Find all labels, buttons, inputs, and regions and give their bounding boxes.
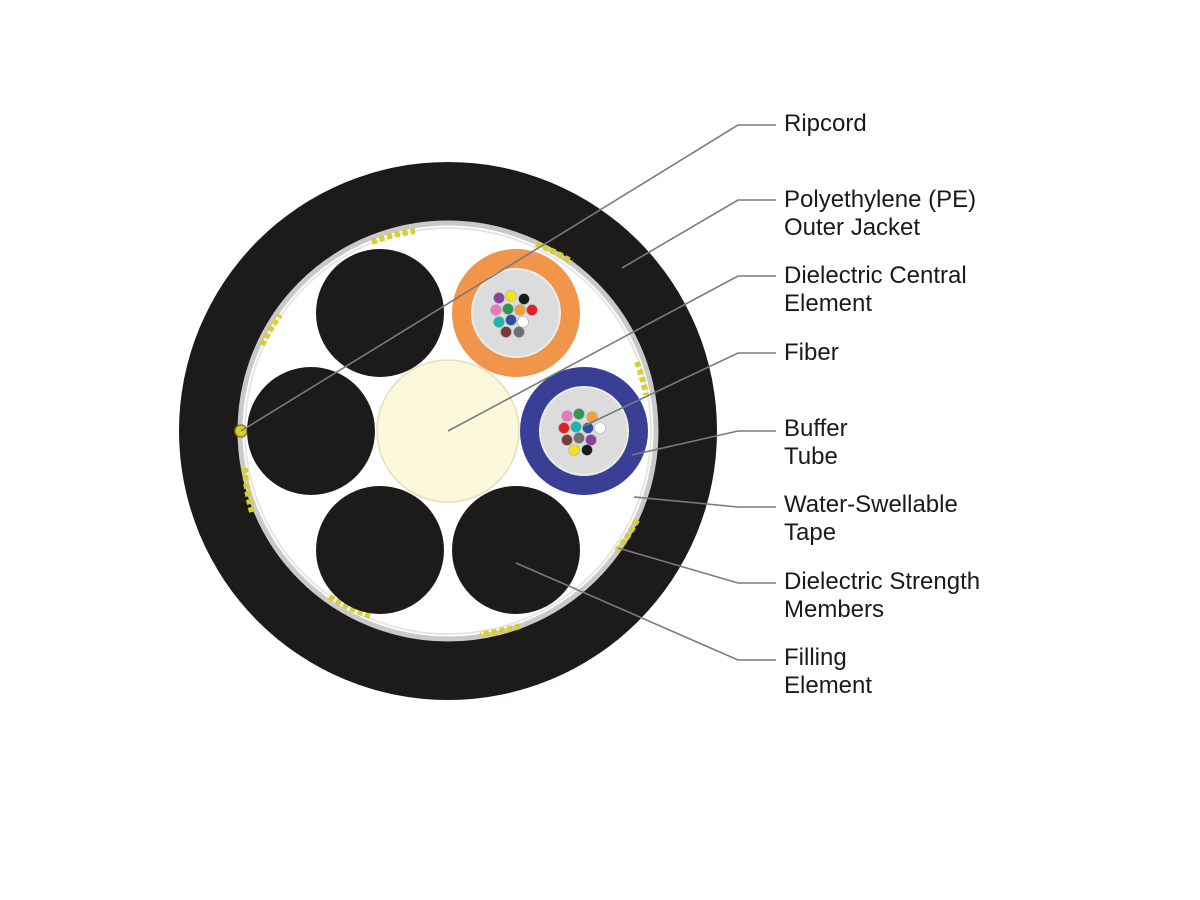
label-outer-jacket: Polyethylene (PE) Outer Jacket [784, 186, 983, 241]
fiber-bundle-blue [558, 408, 606, 456]
fiber-strand [517, 316, 529, 328]
label-ripcord: Ripcord [784, 110, 867, 137]
fiber-strand [585, 434, 597, 446]
fiber-strand [500, 326, 512, 338]
fiber-strand [513, 326, 525, 338]
fiber-strand [558, 422, 570, 434]
fiber-strand [502, 303, 514, 315]
leader-outer-jacket [621, 199, 776, 269]
fiber-bundle-orange [490, 290, 538, 338]
fiber-strand [570, 421, 582, 433]
leader-central-element [447, 275, 776, 432]
label-central-element: Dielectric Central Element [784, 262, 973, 317]
fiber-strand [568, 444, 580, 456]
fiber-strand [573, 432, 585, 444]
label-fiber: Fiber [784, 339, 839, 366]
fiber-strand [514, 304, 526, 316]
fiber-strand [493, 316, 505, 328]
filling-element-left [247, 367, 375, 495]
fiber-strand [561, 410, 573, 422]
leader-fiber [583, 352, 776, 427]
leader-buffer-tube [631, 430, 776, 456]
filling-element-bottom-right [452, 486, 580, 614]
label-strength-members: Dielectric Strength Members [784, 568, 987, 623]
fiber-strand [493, 292, 505, 304]
fiber-strand [573, 408, 585, 420]
label-buffer-tube: Buffer Tube [784, 415, 854, 470]
fiber-strand [526, 304, 538, 316]
leader-lines [240, 124, 776, 661]
filling-element-top-left [316, 249, 444, 377]
leader-water-tape [633, 496, 776, 508]
label-water-tape: Water-Swellable Tape [784, 491, 965, 546]
fiber-strand [594, 422, 606, 434]
fiber-strand [505, 290, 517, 302]
leader-filling-element [515, 562, 776, 661]
fiber-strand [518, 293, 530, 305]
filling-element-bottom-left [316, 486, 444, 614]
fiber-strand [581, 444, 593, 456]
leader-ripcord [240, 124, 776, 432]
label-filling-element: Filling Element [784, 644, 872, 699]
dielectric-strength-members [242, 228, 649, 637]
fiber-strand [505, 314, 517, 326]
leader-strength-members [617, 547, 776, 584]
fiber-strand [490, 304, 502, 316]
fiber-strand [561, 434, 573, 446]
